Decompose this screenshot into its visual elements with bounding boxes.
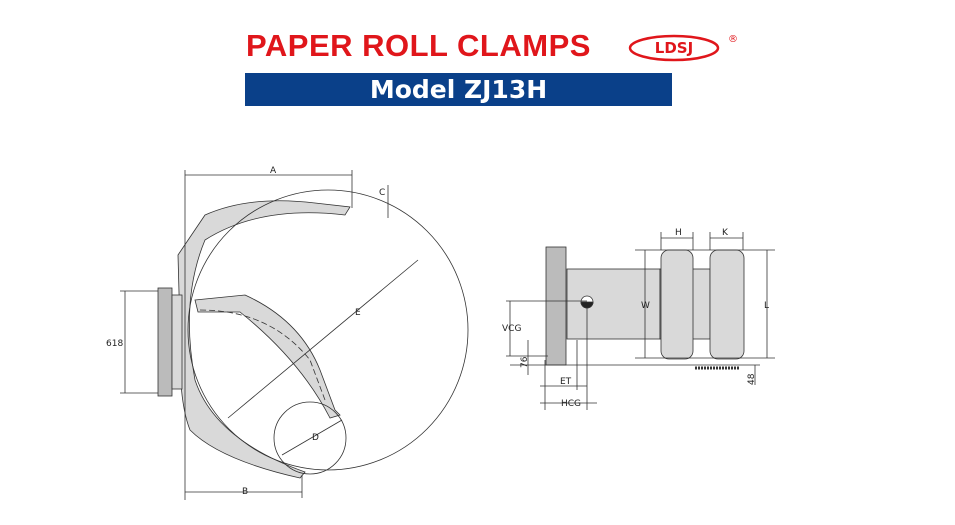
svg-text:LDSJ: LDSJ xyxy=(655,39,693,57)
clamp-arm xyxy=(177,200,351,479)
dim-w-label: W xyxy=(641,301,650,311)
model-banner: Model ZJ13H xyxy=(245,73,672,106)
dim-h-label: H xyxy=(675,228,682,238)
dim-e-label: E xyxy=(355,308,361,318)
dim-vcg-label: VCG xyxy=(502,324,521,334)
dim-c-label: C xyxy=(379,188,385,198)
front-view xyxy=(506,232,775,410)
mount-plate xyxy=(545,246,567,366)
dim-hcg-label: HCG xyxy=(561,399,581,409)
ldsj-logo: LDSJ ® xyxy=(628,34,738,62)
paper-roll-small xyxy=(273,401,347,475)
clamp-inner-arm xyxy=(194,294,341,419)
dim-b-label: B xyxy=(242,487,248,497)
dim-k-label: K xyxy=(722,228,729,238)
dim-l-label: L xyxy=(764,301,769,311)
paper-roll-large xyxy=(187,189,469,471)
pad-k xyxy=(709,249,745,360)
dim-76-label: 76 xyxy=(520,356,530,368)
dim-et-label: ET xyxy=(560,377,572,387)
side-view xyxy=(120,170,469,500)
dim-618-label: 618 xyxy=(106,339,123,349)
page-title: PAPER ROLL CLAMPS xyxy=(246,28,591,63)
svg-text:®: ® xyxy=(728,34,738,45)
dim-48-label: 48 xyxy=(747,373,757,385)
dim-d-label: D xyxy=(312,433,319,443)
dim-a-label: A xyxy=(270,166,277,176)
pad-h xyxy=(660,249,694,360)
carriage-plate xyxy=(157,287,173,397)
